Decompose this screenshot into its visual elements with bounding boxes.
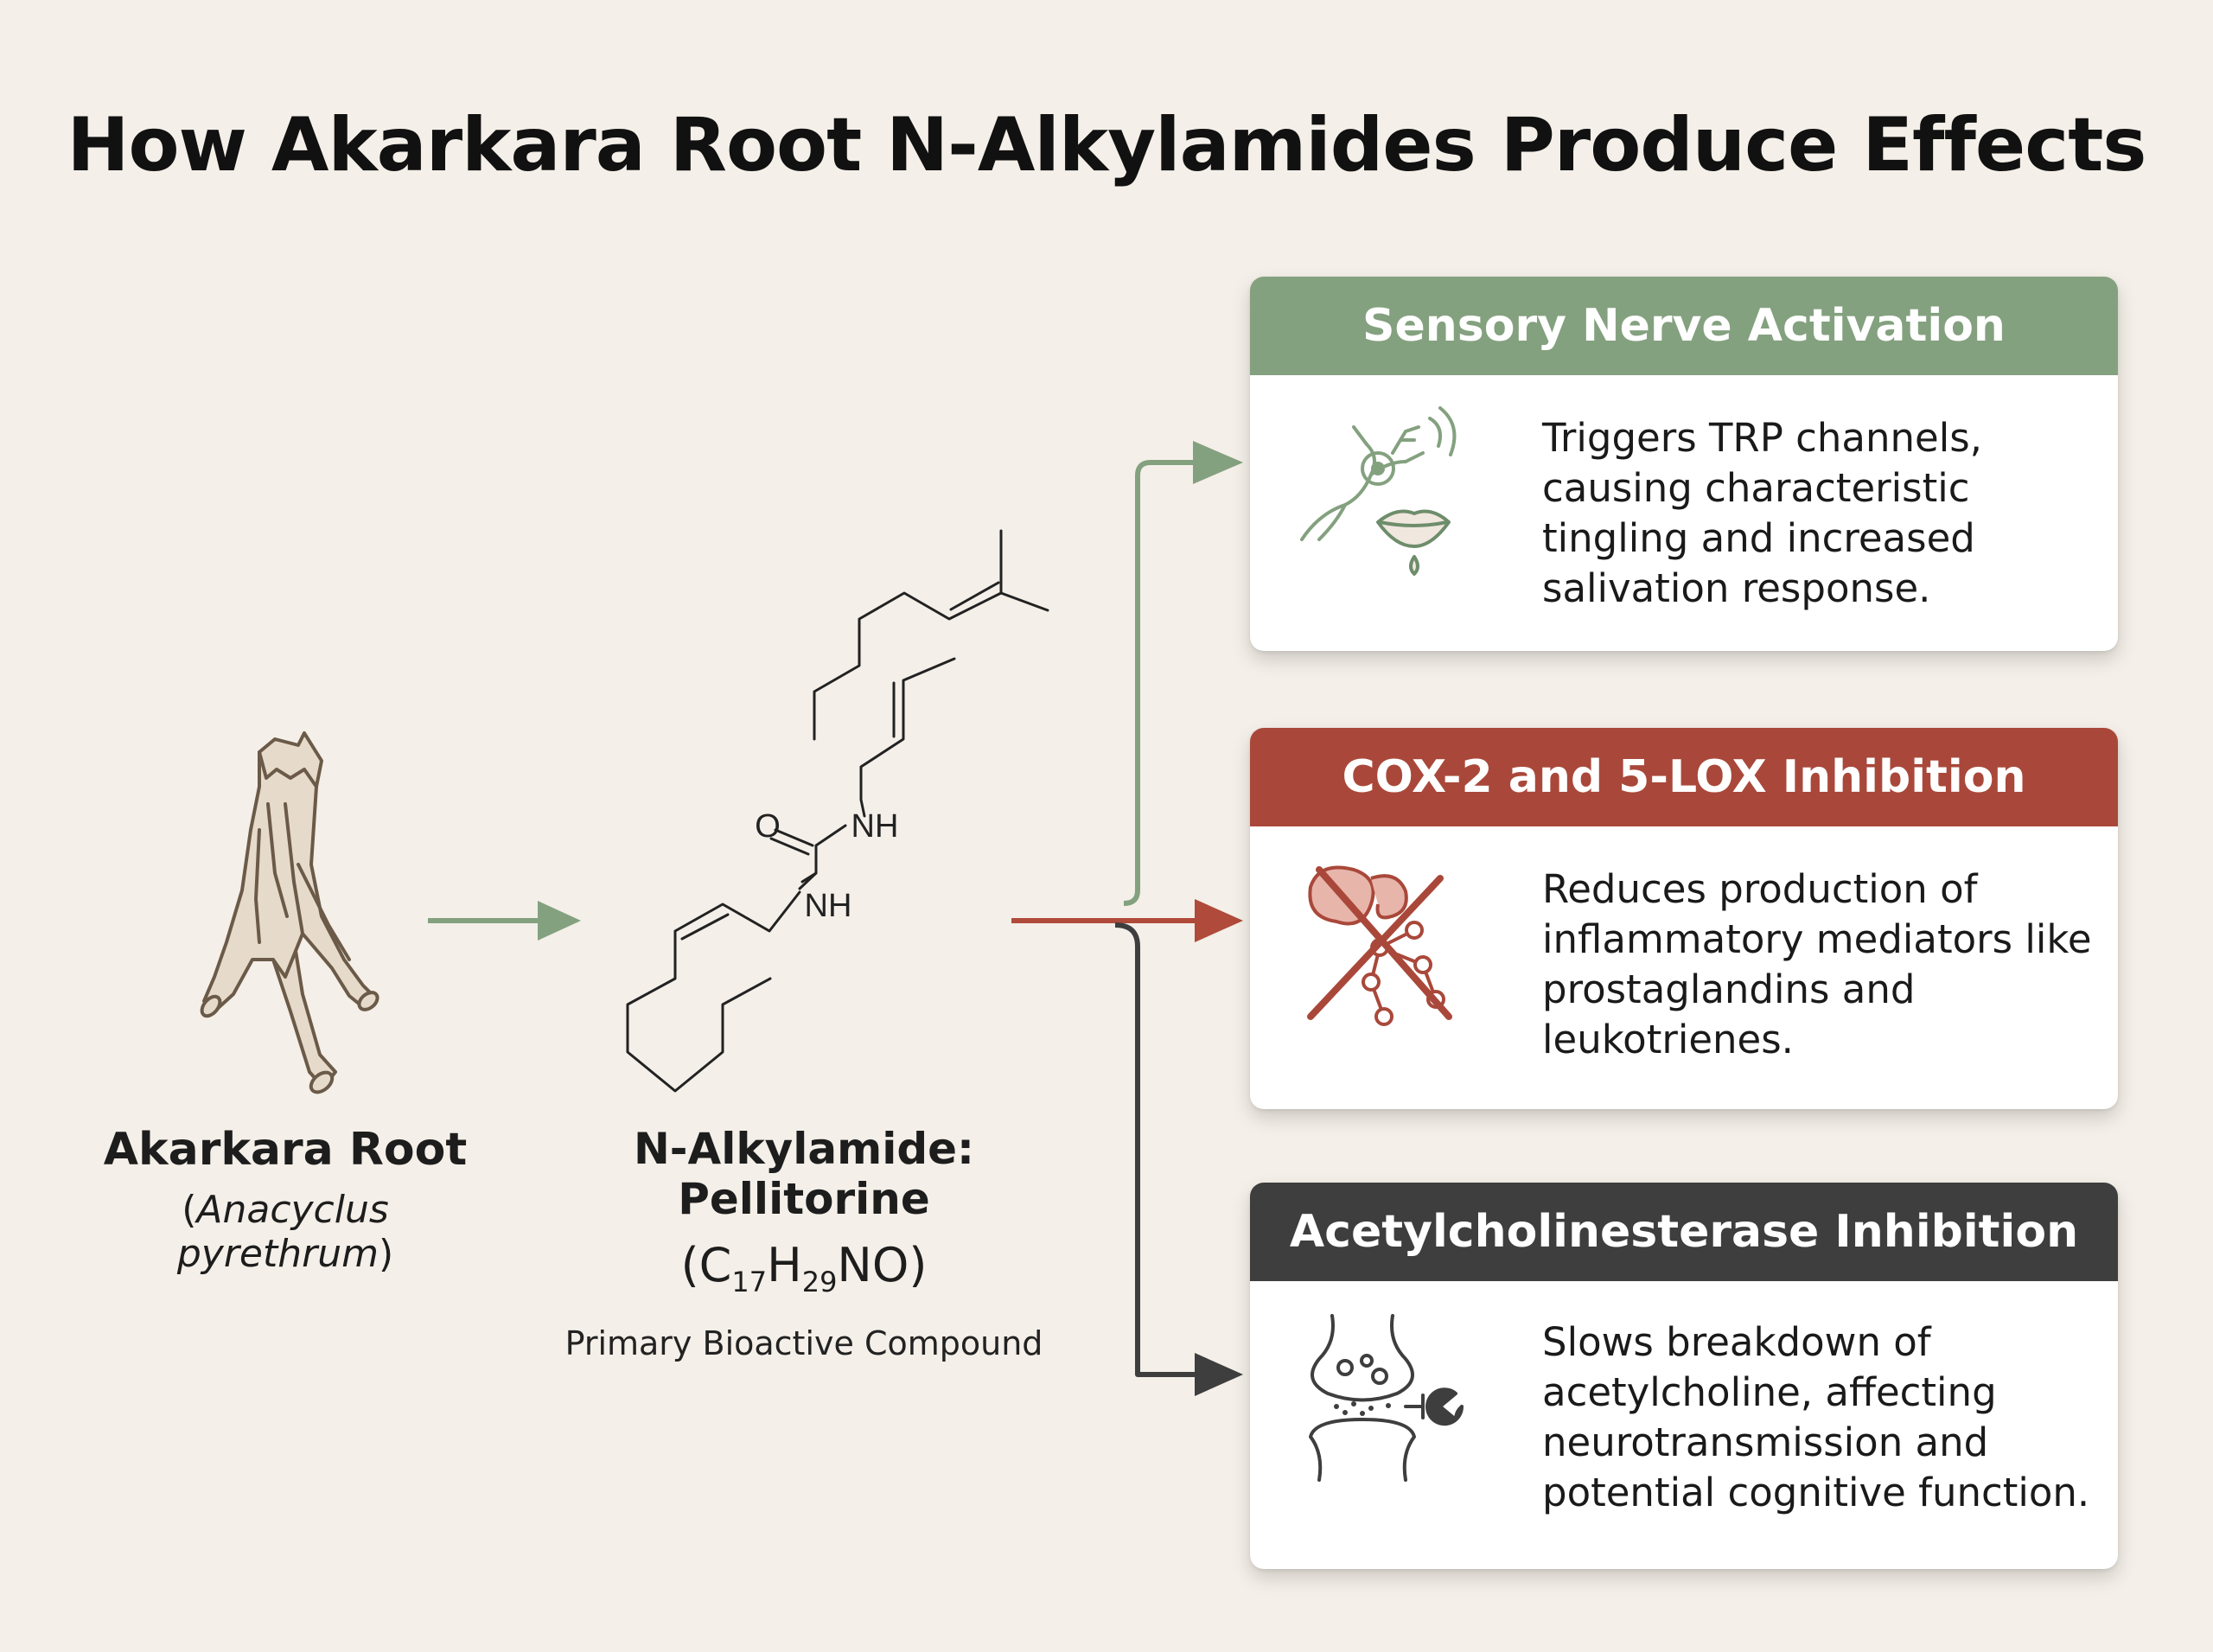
effect-card-cox: COX-2 and 5-LOX Inhibition [1250, 728, 2118, 1109]
root-name: Akarkara Root [103, 1124, 468, 1176]
compound-name: N-Alkylamide: Pellitorine [633, 1124, 975, 1224]
akarkara-root-icon [200, 731, 379, 1094]
effect-card-ache: Acetylcholinesterase Inhibition Slows br… [1250, 1183, 2118, 1569]
root-scientific-name: (Anacyclus pyrethrum) [176, 1188, 394, 1276]
compound-description: Primary Bioactive Compound [564, 1324, 1043, 1362]
effect-card-sensory: Sensory Nerve Activation Triggers TRP ch… [1250, 277, 2118, 651]
card-text: Slows breakdown of acetylcholine, affect… [1542, 1319, 2090, 1515]
pellitorine-structure [626, 529, 1049, 1093]
compound-formula: (C17H29NO) [680, 1238, 928, 1298]
arrow-to-sensory [1123, 460, 1193, 906]
arrow-to-ache [1114, 922, 1197, 1377]
card-header: Sensory Nerve Activation [1250, 277, 2118, 375]
card-text: Triggers TRP channels, causing character… [1542, 415, 1982, 611]
root-label: Akarkara Root (Anacyclus pyrethrum) [69, 1124, 501, 1276]
enzyme-inhibition-icon [1307, 865, 1452, 1026]
structure-nh-lower: NH [805, 888, 852, 924]
synapse-icon [1309, 1314, 1464, 1482]
card-header: COX-2 and 5-LOX Inhibition [1250, 728, 2118, 826]
card-text: Reduces production of inflammatory media… [1542, 866, 2092, 1062]
arrowhead-sensory [1193, 441, 1243, 484]
branch-arrows [1011, 460, 1202, 1377]
structure-nh-upper: NH [851, 808, 899, 845]
neuron-lips-icon [1300, 406, 1457, 576]
page-title: How Akarkara Root N-Alkylamides Produce … [67, 102, 2146, 188]
compound-label: N-Alkylamide: Pellitorine (C17H29NO) Pri… [501, 1124, 1106, 1362]
structure-oxygen: O [755, 808, 781, 845]
card-header: Acetylcholinesterase Inhibition [1250, 1183, 2118, 1281]
arrowhead-ache [1195, 1353, 1243, 1396]
arrowhead-cox [1195, 899, 1243, 942]
